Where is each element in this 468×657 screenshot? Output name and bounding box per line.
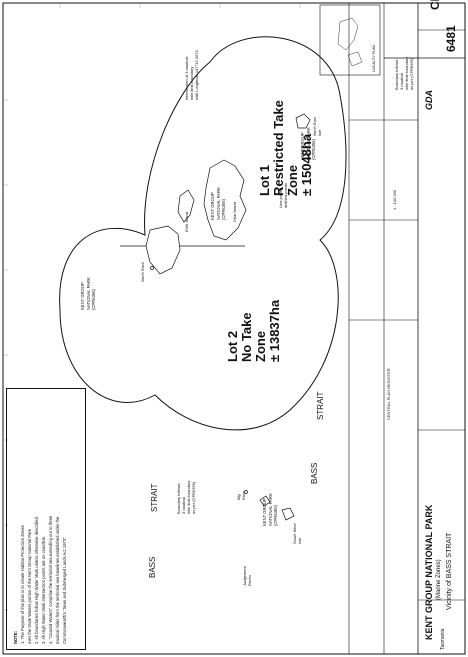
note-line: as per (CPR6356) [191, 481, 196, 514]
kgnp-line: (CPR6356) [91, 289, 96, 310]
south-west-isle-2 [281, 507, 295, 521]
north-rock [150, 266, 154, 270]
lot2-title: Lot 2 [225, 330, 240, 362]
lot1-title: Lot 1 [257, 164, 272, 196]
plan-subtitle: (Marine Zones) [436, 559, 442, 600]
north-rock-label: North Rock [140, 261, 145, 282]
erith-island [177, 189, 195, 223]
strait-label-2: STRAIT [316, 391, 325, 420]
strait-label: STRAIT [150, 483, 159, 512]
notes-heading: NOTE: [13, 630, 18, 644]
lot2-zone-2: Zone [253, 330, 268, 362]
big-rock [244, 490, 248, 494]
grid-lines [3, 3, 301, 611]
kgnp-label-center: KENT GROUP NATIONAL PARK (CPR6356) [210, 187, 227, 220]
erith-island-label: Erith Island [184, 211, 189, 232]
note-line: as per (CPR6356) [409, 57, 414, 90]
lot2-zone: No Take [239, 312, 254, 362]
kgnp-line: KENT GROUP [262, 498, 267, 526]
note-line: over the State Waters portion of the Ken… [27, 529, 32, 644]
plan-number-label: CPR [428, 0, 442, 10]
central-plan-register: CENTRAL PLAN REGISTER [386, 368, 391, 420]
south-west-isle-label: South West Isle [292, 523, 302, 544]
lot1-zone-2: Zone [285, 164, 300, 196]
isle-line: Isle [317, 129, 322, 136]
tasmania-logo: Tasmania [440, 628, 446, 650]
note-line: with Longitude 147°19.3974' [194, 49, 199, 100]
kgnp-line: (CPR6356) [221, 199, 226, 220]
bass-label: BASS [148, 556, 157, 578]
locality-inset [319, 4, 381, 76]
kgnp-label-bottom: KENT GROUP NATIONAL PARK (CPR6356) [262, 493, 279, 526]
note-line: 4. "Coastal Waters" comprise the territo… [48, 515, 53, 644]
north-east-isle [295, 113, 311, 129]
kgnp-line: KENT GROUP [80, 282, 85, 310]
north-east-isle-label: North East Isle [312, 117, 322, 136]
rock-line: Rock [241, 490, 246, 500]
kgnp-line: KENT GROUP [210, 192, 215, 220]
lot2-label: Lot 2 No Take Zone ± 13837ha [225, 299, 282, 362]
rock-line: Rocks [247, 574, 252, 586]
notes-box [6, 388, 86, 650]
title-block [348, 3, 465, 654]
kgnp-label-top: KENT GROUP NATIONAL PARK (CPR6356) [80, 277, 97, 310]
bass-label-2: BASS [310, 462, 319, 484]
note-line: nautical miles from the territorial sea … [55, 516, 60, 644]
notes-text: NOTE: 1. The Purpose of this plan is to … [12, 394, 68, 644]
lot2-area: ± 13837ha [267, 299, 282, 362]
deal-island-label: Deal Island [232, 201, 237, 222]
plan-title: KENT GROUP NATIONAL PARK [424, 504, 434, 640]
marine-zone-boundary [59, 36, 347, 431]
south-west-isle [145, 225, 181, 275]
judgement-rocks-label: Judgement Rocks [242, 566, 252, 586]
note-line: 2. All boundaries follow High Water Mark… [34, 515, 39, 644]
boundary-note-right: Boundary follows 3 nautical mile limit b… [394, 57, 414, 90]
gda-mark: GDA [424, 90, 434, 110]
kgnp-line: KENT GROUP [300, 132, 305, 160]
note-line: Commonwealth's "Seas and Submerged Lands… [62, 537, 67, 644]
note-line: defined points [283, 183, 288, 208]
lot1-zone: Restricted Take [271, 100, 286, 196]
note-line: 3. All High Water Mark intersection poin… [41, 535, 46, 644]
kgnp-line: (CPR6356) [273, 505, 278, 526]
big-rock-label: Big Rock [236, 491, 246, 500]
boundary-note-left: Boundary follows 3 nautical mile limit b… [176, 481, 196, 514]
judgement-rocks [259, 495, 271, 507]
isle-line: Isle [297, 537, 302, 544]
deal-island [203, 159, 247, 241]
locality-plan-label: LOCALITY PLAN [372, 45, 376, 72]
line-joining-note: Line joining defined points [278, 183, 288, 208]
islands [145, 113, 311, 521]
plan-number: 6481 [444, 25, 458, 52]
intersection-note-top: Intersection of 3 nautical mile limit bo… [184, 50, 199, 100]
plan-vicinity: Vicinity of BASS STRAIT [446, 532, 453, 610]
plan-scale: 1 : 130 000 [392, 189, 397, 210]
note-line: 1. The Purpose of this plan is to create… [20, 525, 25, 644]
